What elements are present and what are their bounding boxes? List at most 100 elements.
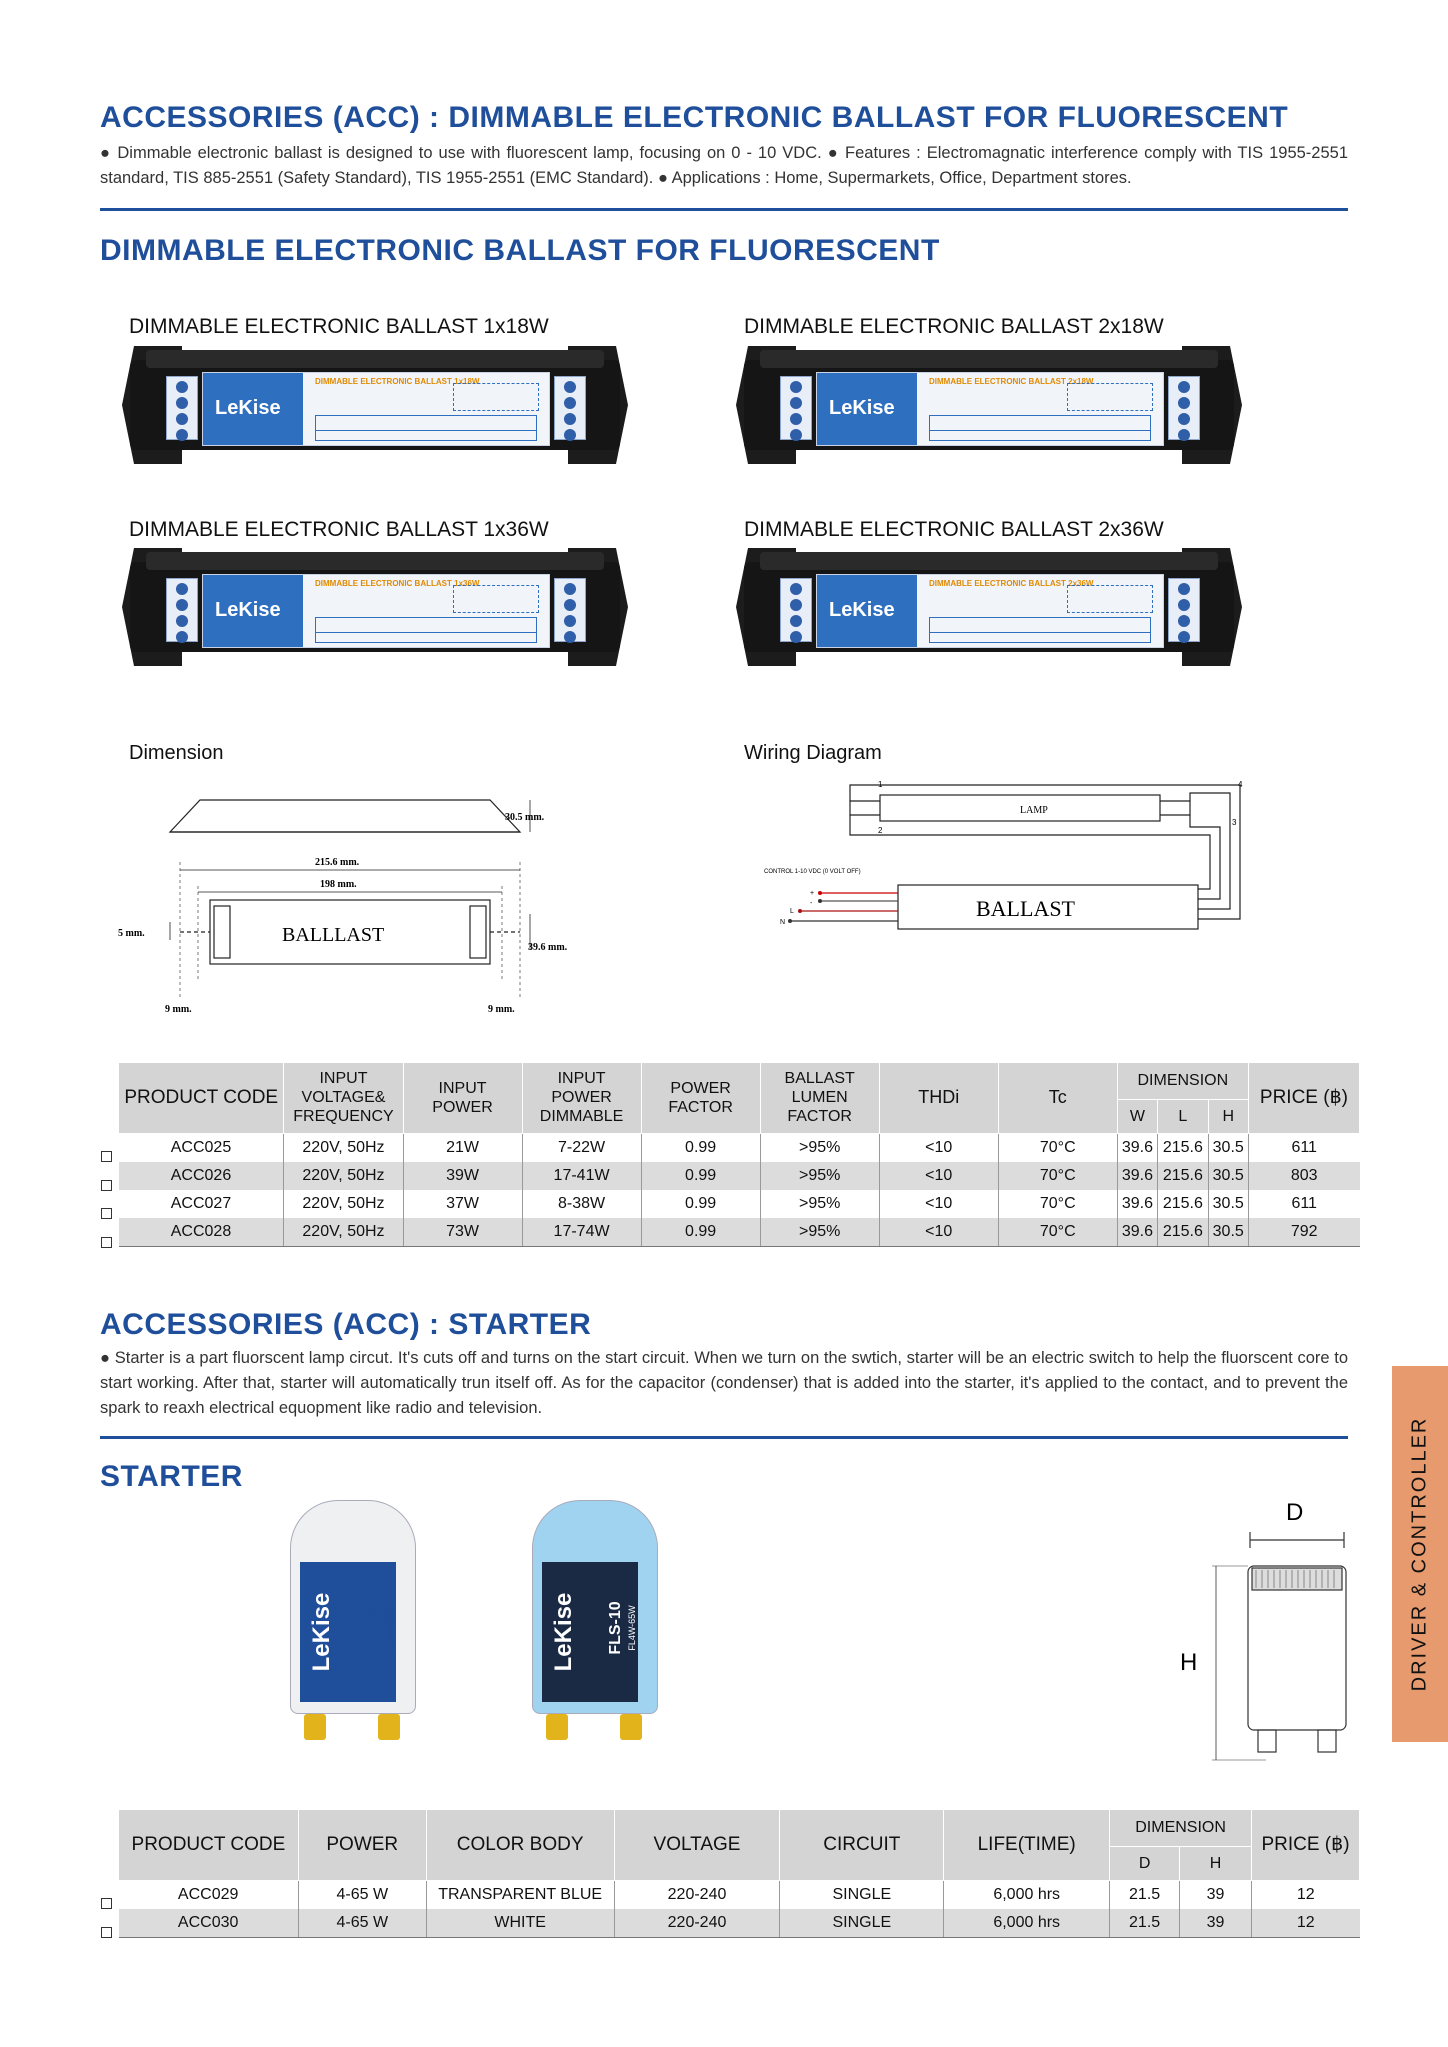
starter-pin — [304, 1714, 326, 1740]
terminal-block-right — [1168, 578, 1200, 643]
cell-w: 39.6 — [1116, 1217, 1158, 1247]
cell-power: 21W — [402, 1133, 523, 1162]
starter-rating: FL4W-65W — [627, 1605, 637, 1651]
section-divider — [100, 208, 1348, 211]
right-offset-dim: 9 mm. — [488, 1004, 515, 1015]
cell-price: 12 — [1251, 1880, 1360, 1909]
terminal-block-left — [780, 578, 812, 643]
cell-code: ACC029 — [177, 1885, 239, 1903]
wire-l-label: L — [790, 908, 794, 915]
cell-circuit: SINGLE — [779, 1880, 944, 1909]
th-dim-h: H — [1207, 1099, 1249, 1134]
ballast-description: ● Dimmable electronic ballast is designe… — [100, 144, 1348, 187]
starter-pin — [620, 1714, 642, 1740]
product-label-1x18w: DIMMABLE ELECTRONIC BALLAST 1x18W — [129, 315, 549, 338]
cell-pf: 0.99 — [640, 1133, 761, 1162]
product-label-2x36w: DIMMABLE ELECTRONIC BALLAST 2x36W — [744, 518, 1164, 541]
cell-code: ACC030 — [118, 1908, 299, 1938]
cell-l: 215.6 — [1157, 1133, 1209, 1162]
cell-tc: 70°C — [997, 1161, 1118, 1190]
inner-dim: 198 mm. — [320, 879, 357, 890]
th-price: PRICE (฿) — [1247, 1063, 1361, 1134]
row-checkbox[interactable] — [101, 1208, 112, 1219]
cell-h: 30.5 — [1207, 1189, 1249, 1218]
left-offset-dim: 9 mm. — [165, 1004, 192, 1015]
ballast-label-title: DIMMABLE ELECTRONIC BALLAST 1x18W — [315, 377, 480, 386]
terminal-block-right — [1168, 376, 1200, 441]
pin-2-label: 2 — [878, 826, 883, 835]
cell-thdi: <10 — [878, 1161, 999, 1190]
wire-plus-label: + — [810, 890, 814, 897]
th-product-code: PRODUCT CODE — [117, 1063, 285, 1134]
cell-lumen: >95% — [759, 1161, 880, 1190]
cell-voltage: 220V, 50Hz — [283, 1189, 403, 1218]
cell-dimmable: 8-38W — [521, 1189, 642, 1218]
starter-body-outline — [1247, 1565, 1347, 1731]
cell-h: 30.5 — [1207, 1161, 1249, 1190]
cell-power: 4-65 W — [297, 1880, 427, 1909]
cell-thdi: <10 — [878, 1133, 999, 1162]
cell-w: 39.6 — [1116, 1133, 1158, 1162]
terminal-block-right — [554, 578, 586, 643]
cell-tc: 70°C — [997, 1217, 1118, 1247]
wire-minus-label: - — [810, 900, 813, 907]
side-dim: 5 mm. — [118, 928, 145, 939]
terminal-block-left — [166, 578, 198, 643]
width-dim: 39.6 mm. — [528, 942, 568, 953]
starter-section-header: ACCESSORIES (ACC) : STARTER — [100, 1308, 592, 1341]
cell-l: 215.6 — [1157, 1217, 1209, 1247]
th-dim-w: W — [1116, 1099, 1159, 1134]
cell-color: TRANSPARENT BLUE — [425, 1880, 615, 1909]
th-starter-power: POWER — [297, 1810, 427, 1881]
section-divider-2 — [100, 1436, 1348, 1439]
starter-spec-table: PRODUCT CODE POWER COLOR BODY VOLTAGE CI… — [118, 1810, 1360, 1938]
starter-title: STARTER — [100, 1460, 243, 1493]
cell-h: 30.5 — [1207, 1133, 1249, 1162]
terminal-block-left — [780, 376, 812, 441]
product-label-1x36w: DIMMABLE ELECTRONIC BALLAST 1x36W — [129, 518, 549, 541]
side-category-tab[interactable]: DRIVER & CONTROLLER — [1392, 1366, 1448, 1742]
cell-code: ACC026 — [118, 1161, 284, 1190]
ballast-label-title: DIMMABLE ELECTRONIC BALLAST 2x36W — [929, 579, 1094, 588]
th-starter-dim-h: H — [1179, 1846, 1253, 1881]
th-starter-color: COLOR BODY — [425, 1810, 615, 1881]
ballast-box — [897, 884, 1199, 930]
cell-voltage: 220-240 — [613, 1908, 780, 1938]
cell-thdi: <10 — [878, 1189, 999, 1218]
row-checkbox[interactable] — [101, 1926, 112, 1938]
th-dim-l: L — [1157, 1099, 1209, 1134]
cell-h: 39 — [1179, 1908, 1252, 1938]
cell-life: 6,000 hrs — [943, 1908, 1110, 1938]
row-checkbox[interactable] — [101, 1151, 112, 1162]
starter-rating: FL4W-65W — [385, 1605, 395, 1651]
cell-pf: 0.99 — [640, 1217, 761, 1247]
row-checkbox[interactable] — [101, 1179, 112, 1191]
cell-life: 6,000 hrs — [943, 1880, 1110, 1909]
cell-power: 4-65 W — [297, 1908, 427, 1938]
th-starter-life: LIFE(TIME) — [943, 1810, 1111, 1881]
cell-l: 215.6 — [1157, 1161, 1209, 1190]
cell-circuit: SINGLE — [779, 1908, 944, 1938]
control-label: CONTROL 1-10 VDC (0 VOLT OFF) — [764, 869, 861, 875]
lamp-label: LAMP — [1020, 805, 1048, 816]
starter-pin — [546, 1714, 568, 1740]
wire-n-label: N — [780, 919, 785, 926]
row-checkbox[interactable] — [101, 1236, 112, 1248]
row-checkbox[interactable] — [101, 1898, 112, 1909]
th-starter-voltage: VOLTAGE — [613, 1810, 781, 1881]
cell-h: 30.5 — [1207, 1217, 1249, 1247]
cell-price: 803 — [1247, 1161, 1360, 1190]
ballast-label: BALLAST — [976, 896, 1076, 921]
cell-pf: 0.99 — [640, 1189, 761, 1218]
ballast-body-label: BALLLAST — [282, 924, 384, 946]
